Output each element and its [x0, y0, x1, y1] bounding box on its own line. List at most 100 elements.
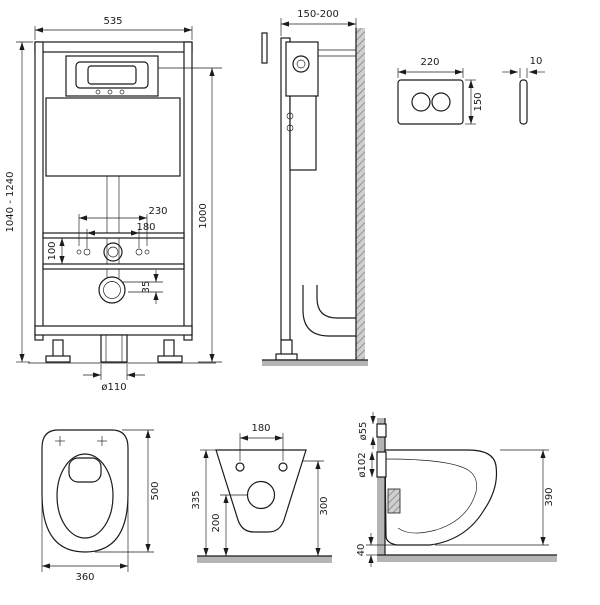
dim-label-frame-height: 1000 [198, 203, 209, 228]
side-foot [275, 353, 298, 361]
bowl-inner-curve [384, 458, 477, 534]
frame-right-rail [183, 41, 193, 341]
cistern [45, 97, 181, 177]
dim-drain-diameter: ø110 [83, 364, 145, 393]
dim-label-installation-depth: 150-200 [297, 9, 339, 20]
dim-label-floor-gap: 40 [356, 544, 367, 557]
flush-unit-dot [95, 89, 101, 95]
frame-right-leg [163, 339, 175, 359]
frame-left-foot [45, 355, 71, 363]
frame-left-leg [52, 339, 64, 359]
dim-label-drain-height: 200 [211, 513, 222, 532]
ground-band [262, 360, 368, 366]
dim-plate-thickness: 10 [502, 56, 545, 78]
flush-unit-frame [75, 61, 149, 89]
flush-unit-dot [107, 89, 113, 95]
flush-plate-edge [261, 32, 268, 64]
mounting-hole-left [235, 462, 245, 472]
dim-label-outlet-offset: 35 [141, 281, 152, 294]
dim-label-drain-diameter: ø110 [101, 382, 126, 393]
bowl-top-view: 500 360 [41, 429, 161, 583]
outlet-connection-inner [103, 281, 121, 299]
dim-drain-height: 200 [211, 494, 248, 556]
flush-button-small [411, 92, 431, 112]
mounting-cross-left [55, 436, 65, 446]
bowl-side-view: ø55 ø102 390 40 [356, 412, 557, 567]
dim-label-inlet-diameter: ø55 [358, 422, 369, 441]
wall-hatch [356, 28, 365, 360]
dim-label-bowl-width: 360 [75, 572, 94, 583]
frame-top-bar [34, 41, 193, 53]
frame-side-view: 150-200 [261, 9, 368, 366]
bowl-front-view: 180 335 200 300 [191, 423, 332, 563]
dim-installation-depth: 150-200 [280, 9, 357, 36]
dim-label-strut-spacing: 100 [47, 241, 58, 260]
fixing-hole [286, 112, 294, 120]
bowl-outline-side [384, 449, 498, 546]
outlet-connection [98, 276, 126, 304]
dim-label-frame-width: 535 [103, 16, 122, 27]
bowl-seat-opening [56, 453, 114, 539]
bowl-flush-opening [68, 457, 102, 483]
dim-label-mounting-hole-spacing: 180 [251, 423, 270, 434]
dim-label-plate-thickness: 10 [530, 56, 543, 67]
bolt-hole [135, 248, 143, 256]
dim-label-bolt-spacing-inner: 180 [136, 222, 155, 233]
dim-floor-gap: 40 [356, 533, 397, 567]
dim-bolt-spacing-inner: 180 [86, 222, 156, 248]
dim-label-outlet-diameter: ø102 [357, 452, 368, 477]
dim-frame-height-1000: 1000 [158, 67, 222, 363]
frame-front-view: 535 1040 - 1240 1000 230 180 [5, 16, 222, 393]
dim-strut-spacing: 100 [47, 237, 84, 265]
dim-label-plate-height: 150 [473, 92, 484, 111]
dim-label-plate-width: 220 [420, 57, 439, 68]
dim-frame-width: 535 [34, 16, 193, 40]
bolt-hole [76, 249, 82, 255]
dim-rim-height: 300 [302, 460, 330, 556]
bowl-outline-top [41, 429, 129, 553]
dim-outlet-diameter: ø102 [357, 452, 375, 478]
wall-band [377, 418, 385, 555]
flush-plate-view: 220 150 10 [397, 56, 545, 125]
bolt-hole [144, 249, 150, 255]
dim-plate-height: 150 [465, 79, 484, 125]
dim-bowl-front-total-height: 335 [191, 449, 216, 556]
dim-bolt-spacing-outer: 230 [78, 206, 168, 246]
dim-label-frame-total-height: 1040 - 1240 [5, 172, 16, 233]
outlet-stub [376, 451, 387, 478]
drain-elbow-inner [316, 285, 356, 319]
dim-plate-width: 220 [397, 57, 464, 78]
inlet-stub [376, 423, 387, 438]
flush-unit-window [87, 65, 137, 85]
lower-strut [42, 263, 185, 270]
dim-label-rim-height: 300 [319, 496, 330, 515]
dim-label-bowl-depth: 500 [150, 481, 161, 500]
dim-label-bolt-spacing-outer: 230 [148, 206, 167, 217]
dim-label-bowl-side-height: 390 [544, 487, 555, 506]
dim-bowl-depth: 500 [95, 429, 161, 553]
frame-left-rail [34, 41, 44, 341]
dim-inlet-diameter: ø55 [358, 412, 376, 449]
ground-band [377, 555, 557, 562]
dim-frame-total-height: 1040 - 1240 [5, 41, 33, 363]
dim-mounting-hole-spacing: 180 [239, 423, 284, 461]
drain-pipe [100, 334, 128, 363]
mounting-bracket [387, 488, 401, 514]
flush-unit [65, 55, 159, 97]
dim-bowl-width: 360 [41, 500, 129, 583]
inlet-connection [103, 242, 123, 262]
flush-plate-edge-profile [519, 79, 528, 125]
frame-right-foot [157, 355, 183, 363]
flush-unit-dot [119, 89, 125, 95]
dim-outlet-offset: 35 [122, 270, 163, 304]
mounting-hole-right [278, 462, 288, 472]
frame-bottom-bar [34, 325, 193, 336]
flush-bend [292, 55, 310, 73]
flush-button-large [431, 92, 451, 112]
flush-unit-side [285, 41, 319, 97]
dim-bowl-side-height: 390 [435, 449, 555, 546]
ground-band [197, 556, 332, 563]
dim-label-bowl-front-total-height: 335 [191, 490, 202, 509]
